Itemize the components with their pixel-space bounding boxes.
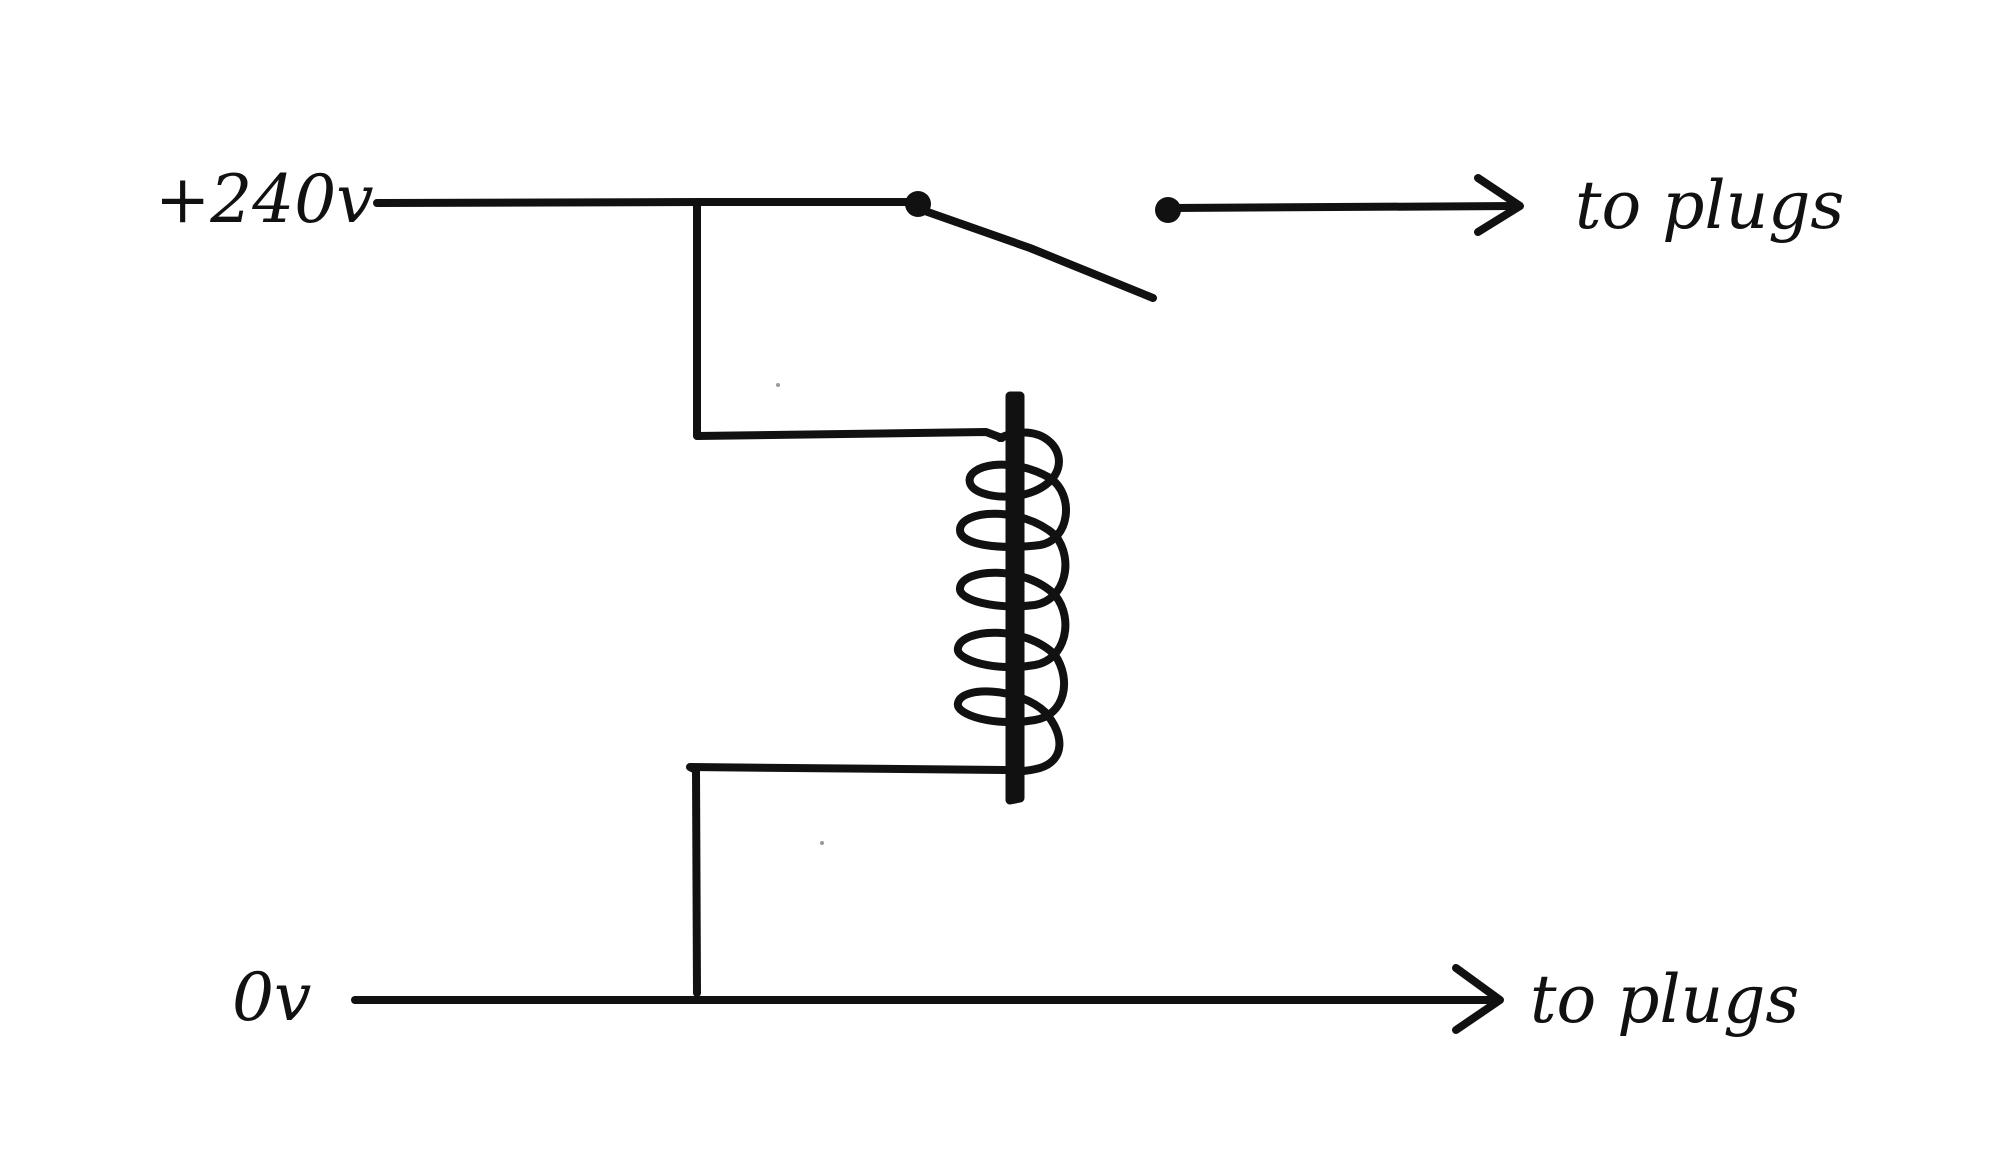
ground-output-label: to plugs <box>1530 961 1799 1038</box>
coil-feed-wire <box>693 200 1006 442</box>
switched-output-arrowhead <box>1474 174 1524 236</box>
coil-return-wire <box>686 763 1008 997</box>
ground-voltage-label: 0v <box>232 959 311 1036</box>
switch-blade <box>918 206 1157 302</box>
switched-output-label: to plugs <box>1575 167 1844 244</box>
paper-speck <box>776 383 780 387</box>
relay-coil-winding <box>954 428 1070 776</box>
switched-output-wire <box>1168 202 1519 212</box>
ground-output-arrowhead <box>1452 964 1504 1034</box>
switch-output-contact <box>1155 197 1181 223</box>
supply-voltage-label: +240v <box>155 161 374 238</box>
paper-speck <box>820 841 824 845</box>
supply-wire <box>373 198 916 207</box>
